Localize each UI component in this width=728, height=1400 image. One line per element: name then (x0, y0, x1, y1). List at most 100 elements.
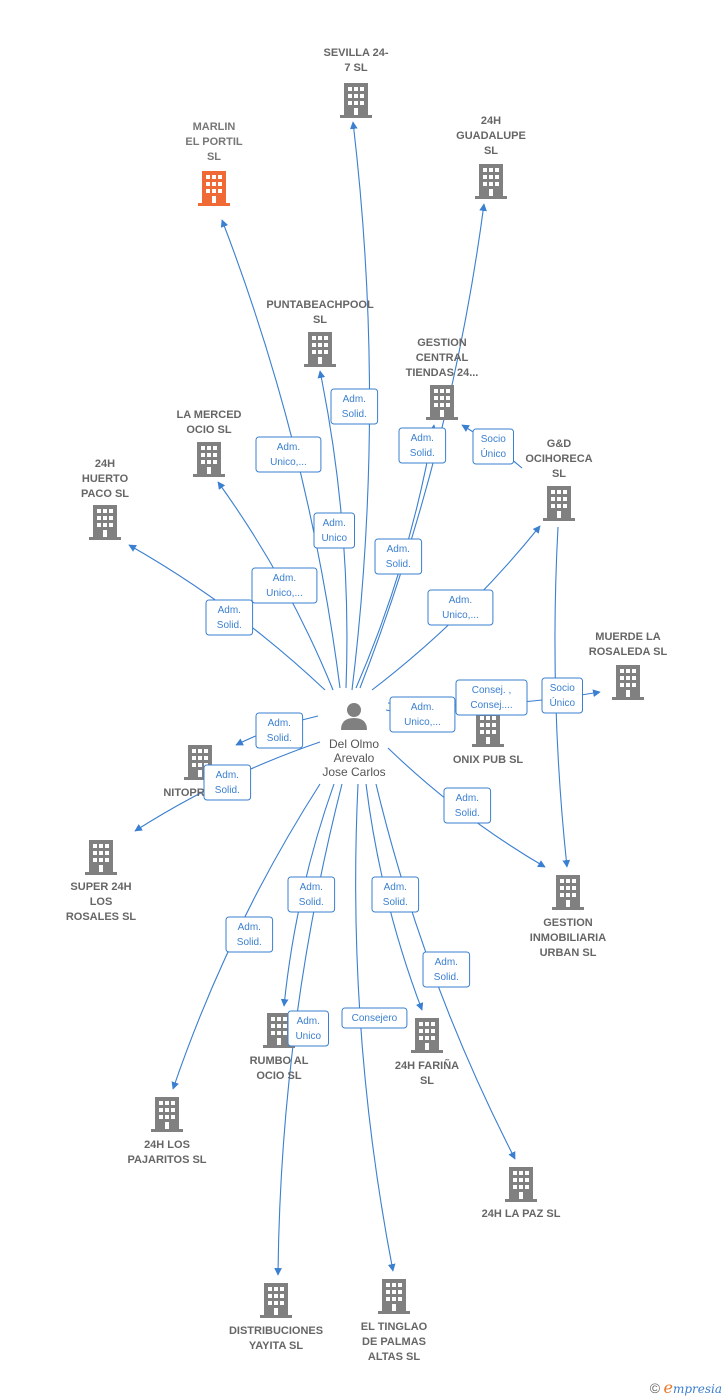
company-node-onix[interactable]: ONIX PUB SL (453, 712, 524, 766)
edge-label-text: Solid. (410, 448, 435, 459)
edge-label[interactable]: Adm.Solid. (443, 787, 492, 824)
company-node-urban[interactable]: GESTION INMOBILIARIA URBAN SL (530, 875, 606, 959)
edge-label-text: Adm. (297, 1016, 320, 1027)
copyright-icon: © (649, 1380, 661, 1396)
company-name: GESTION (417, 337, 467, 349)
edge-label[interactable]: Adm.Solid. (374, 538, 423, 575)
edge-label-text: Consejero (352, 1013, 398, 1024)
company-name: 7 SL (344, 62, 368, 74)
building-icon (505, 1167, 537, 1202)
edge-label-text: Único (480, 447, 506, 460)
company-node-puntabeach[interactable]: PUNTABEACHPOOL SL (266, 299, 374, 367)
edge-label[interactable]: Adm. Unico,... (255, 436, 322, 473)
edge-label-box (330, 388, 379, 425)
edge-label-text: Adm. (300, 882, 323, 893)
edge-label-text: Adm. (277, 442, 300, 453)
edge-label-text: Adm. (449, 595, 472, 606)
edge-label[interactable]: Adm.Solid. (371, 876, 420, 913)
building-icon (552, 875, 584, 910)
edge-label-text: Unico,... (266, 588, 303, 599)
edge-label-text: Adm. (435, 957, 458, 968)
edge-label-text: Adm. (384, 882, 407, 893)
edge-label[interactable]: Adm.Unico,... (389, 696, 456, 733)
building-icon (612, 665, 644, 700)
edge-label-box (341, 1007, 408, 1029)
company-name: PUNTABEACHPOOL (266, 299, 374, 311)
watermark: © empresia (650, 1378, 722, 1397)
edge-label[interactable]: Consejero (341, 1007, 408, 1029)
building-icon (475, 164, 507, 199)
edge-label[interactable]: Adm.Solid. (203, 764, 252, 801)
edge-label[interactable]: Adm.Solid. (330, 388, 379, 425)
edge-label-text: Adm. (343, 394, 366, 405)
company-node-sevilla[interactable]: SEVILLA 24-7 SL (324, 47, 389, 118)
edge-label-box (374, 538, 423, 575)
company-name: RUMBO AL (250, 1055, 309, 1067)
edge-label-text: Adm. (218, 605, 241, 616)
edge-label-text: Unico,... (270, 457, 307, 468)
edge-label[interactable]: Adm.Solid. (255, 712, 304, 749)
company-node-nitopr[interactable]: NITOPR (163, 745, 216, 799)
building-icon (472, 712, 504, 747)
company-name: MARLIN (193, 121, 236, 133)
company-name: NITOPR (163, 787, 204, 799)
company-name: EL TINGLAO (361, 1321, 428, 1333)
building-icon (198, 171, 230, 206)
edge-label[interactable]: Adm.Solid. (225, 916, 274, 953)
edge-label-box (251, 567, 318, 604)
person-name: Arevalo (334, 751, 375, 765)
edge-label-text: Unico,... (404, 717, 441, 728)
company-name: SL (313, 314, 327, 326)
edge-label-text: Consej. , (472, 685, 511, 696)
edge-label[interactable]: Adm.Unico (313, 512, 355, 549)
company-name: 24H LA PAZ SL (482, 1208, 561, 1220)
edge-label-text: Adm. (268, 718, 291, 729)
edge-label[interactable]: Consej. ,Consej.... (455, 679, 528, 716)
edge-label[interactable]: Adm.Solid. (398, 427, 447, 464)
edge-label-text: Adm. (273, 573, 296, 584)
edge-label-box (541, 677, 583, 714)
company-name: INMOBILIARIA (530, 932, 606, 944)
company-name: PACO SL (81, 488, 129, 500)
building-icon (260, 1283, 292, 1318)
company-name: 24H LOS (144, 1139, 190, 1151)
company-name: GESTION (543, 917, 593, 929)
edge-label[interactable]: Adm.Unico (287, 1010, 329, 1047)
company-name: 24H (481, 115, 501, 127)
building-icon (411, 1018, 443, 1053)
edge-label[interactable]: Adm.Solid. (205, 599, 254, 636)
edges-layer (128, 121, 601, 1276)
edge-label-box (313, 512, 355, 549)
edge-label-text: Unico,... (442, 610, 479, 621)
edge-label[interactable]: Adm. Solid. (287, 876, 336, 913)
edge-label-box (287, 1010, 329, 1047)
edge-label-box (225, 916, 274, 953)
edge-label[interactable]: Adm. Unico,... (427, 589, 494, 626)
company-name: URBAN SL (540, 947, 597, 959)
edge-label-text: Solid. (299, 897, 324, 908)
building-icon (340, 83, 372, 118)
edge-label-text: Solid. (455, 808, 480, 819)
company-name: ROSALES SL (66, 911, 137, 923)
company-name: SL (552, 468, 566, 480)
edge-label[interactable]: Adm. Unico,... (251, 567, 318, 604)
edge-label[interactable]: Adm.Solid. (422, 951, 471, 988)
company-node-lapaz[interactable]: 24H LA PAZ SL (482, 1167, 561, 1220)
